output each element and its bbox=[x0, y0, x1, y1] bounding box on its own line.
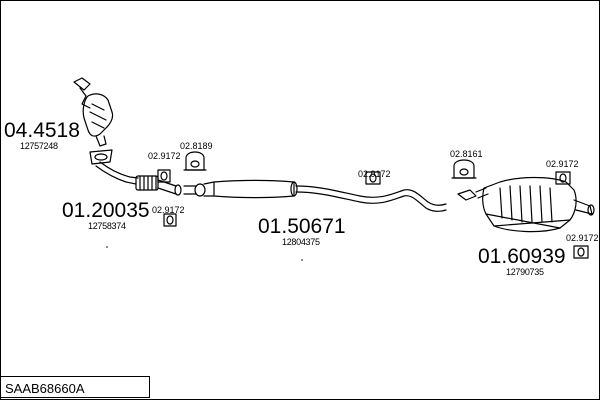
small-part-label: 02.8161 bbox=[450, 149, 483, 159]
diagram-title: SAAB68660A bbox=[5, 381, 85, 396]
small-part-label: 02.8189 bbox=[180, 141, 213, 151]
small-part-label: 02.9172 bbox=[148, 151, 181, 161]
small-part-label: 02.9172 bbox=[152, 205, 185, 215]
part-code-front-pipe: 01.20035 bbox=[62, 199, 150, 222]
clamp-02-8189-drawing bbox=[183, 151, 207, 171]
rubber-mount-4-drawing bbox=[555, 171, 571, 185]
front-pipe-drawing bbox=[95, 161, 182, 196]
rubber-mount-5-drawing bbox=[573, 245, 589, 259]
rear-silencer-drawing bbox=[457, 176, 595, 233]
part-ref-front-pipe: 12758374 bbox=[88, 221, 126, 231]
rubber-mount-1-drawing bbox=[157, 169, 171, 183]
part-ref-middle-silencer: 12804375 bbox=[282, 237, 320, 247]
flange-gasket-drawing bbox=[89, 149, 113, 165]
diagram-title-box: SAAB68660A bbox=[0, 376, 150, 398]
part-code-catalytic-converter: 04.4518 bbox=[4, 119, 80, 142]
small-part-label: 02.9172 bbox=[358, 169, 391, 179]
rubber-mount-3-drawing bbox=[365, 171, 381, 185]
part-code-rear-silencer: 01.60939 bbox=[478, 245, 566, 268]
dot-marker bbox=[301, 259, 303, 261]
middle-silencer-drawing bbox=[183, 179, 447, 212]
small-part-label: 02.9172 bbox=[546, 159, 579, 169]
part-ref-rear-silencer: 12790735 bbox=[506, 267, 544, 277]
dot-marker bbox=[106, 246, 108, 248]
clamp-02-8161-drawing bbox=[451, 159, 477, 179]
catalytic-converter-drawing bbox=[73, 77, 114, 147]
part-code-middle-silencer: 01.50671 bbox=[258, 215, 346, 238]
small-part-label: 02.9172 bbox=[566, 233, 599, 243]
part-ref-catalytic-converter: 12757248 bbox=[20, 141, 58, 151]
rubber-mount-2-drawing bbox=[163, 213, 177, 227]
